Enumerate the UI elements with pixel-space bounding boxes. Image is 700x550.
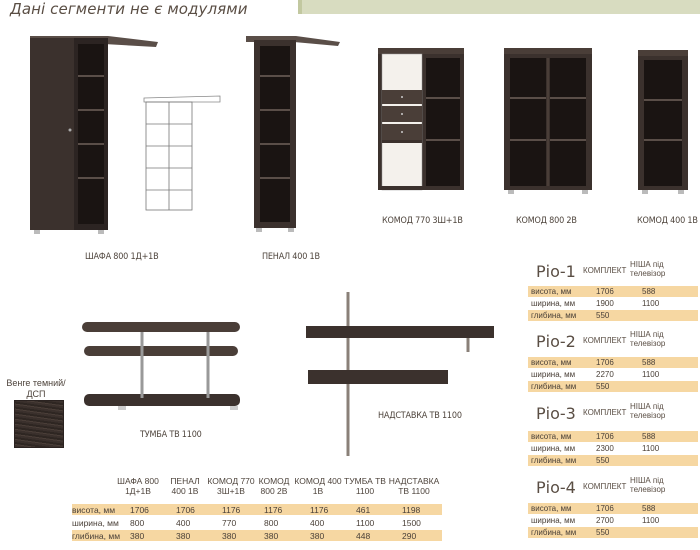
table-row: висота, мм 1706 1706 1176 1176 1176 461 … bbox=[72, 504, 442, 515]
nadstavka-tv-image bbox=[306, 292, 494, 456]
table-header-cell: ШАФА 800 1Д+1В bbox=[117, 476, 159, 496]
page-heading: Дані сегменти не є модулями bbox=[10, 0, 248, 18]
kit-niche-header: НІША під телевізор bbox=[630, 476, 666, 494]
tumba-tv-image bbox=[82, 322, 240, 410]
top-banner bbox=[298, 0, 700, 14]
caption-shafa: ШАФА 800 1Д+1В bbox=[85, 252, 159, 262]
penal-400-image bbox=[246, 36, 340, 232]
table-header-cell: ТУМБА ТВ 1100 bbox=[344, 476, 386, 496]
komod-770-image bbox=[378, 48, 464, 191]
caption-tumba: ТУМБА ТВ 1100 bbox=[140, 430, 202, 440]
kit-title: Ріо-1 bbox=[536, 262, 576, 281]
finish-swatch bbox=[14, 400, 64, 448]
komod-400-image bbox=[638, 50, 688, 194]
table-header-cell: КОМОД 770 3Ш+1В bbox=[207, 476, 255, 496]
kit-title: Ріо-3 bbox=[536, 404, 576, 423]
kit-niche-header: НІША під телевізор bbox=[630, 260, 666, 278]
open-shelf-drawing bbox=[143, 95, 221, 211]
kit-col-header: КОМПЛЕКТ bbox=[583, 482, 627, 491]
caption-komod770: КОМОД 770 3Ш+1В bbox=[382, 216, 463, 226]
kit-col-header: КОМПЛЕКТ bbox=[583, 336, 627, 345]
table-header-cell: ПЕНАЛ 400 1В bbox=[170, 476, 200, 496]
table-row: ширина, мм 800 400 770 800 400 1100 1500 bbox=[72, 518, 421, 528]
caption-penal: ПЕНАЛ 400 1В bbox=[262, 252, 320, 262]
caption-komod400: КОМОД 400 1В bbox=[637, 216, 698, 226]
table-header-cell: НАДСТАВКА ТВ 1100 bbox=[388, 476, 440, 496]
table-header-cell: КОМОД 400 1В bbox=[294, 476, 342, 496]
caption-komod800: КОМОД 800 2В bbox=[516, 216, 577, 226]
kit-col-header: КОМПЛЕКТ bbox=[583, 408, 627, 417]
caption-nadstavka: НАДСТАВКА ТВ 1100 bbox=[378, 411, 462, 421]
kit-niche-header: НІША під телевізор bbox=[630, 330, 666, 348]
table-row: глибина, мм 380 380 380 380 380 448 290 bbox=[72, 530, 442, 541]
kit-niche-header: НІША під телевізор bbox=[630, 402, 666, 420]
komod-800-image bbox=[504, 48, 592, 194]
kit-title: Ріо-4 bbox=[536, 478, 576, 497]
shafa-800-image bbox=[30, 36, 158, 234]
table-header-cell: КОМОД 800 2В bbox=[258, 476, 290, 496]
kit-col-header: КОМПЛЕКТ bbox=[583, 266, 627, 275]
kit-title: Ріо-2 bbox=[536, 332, 576, 351]
finish-label: Венге темний/ ДСП bbox=[6, 378, 66, 399]
